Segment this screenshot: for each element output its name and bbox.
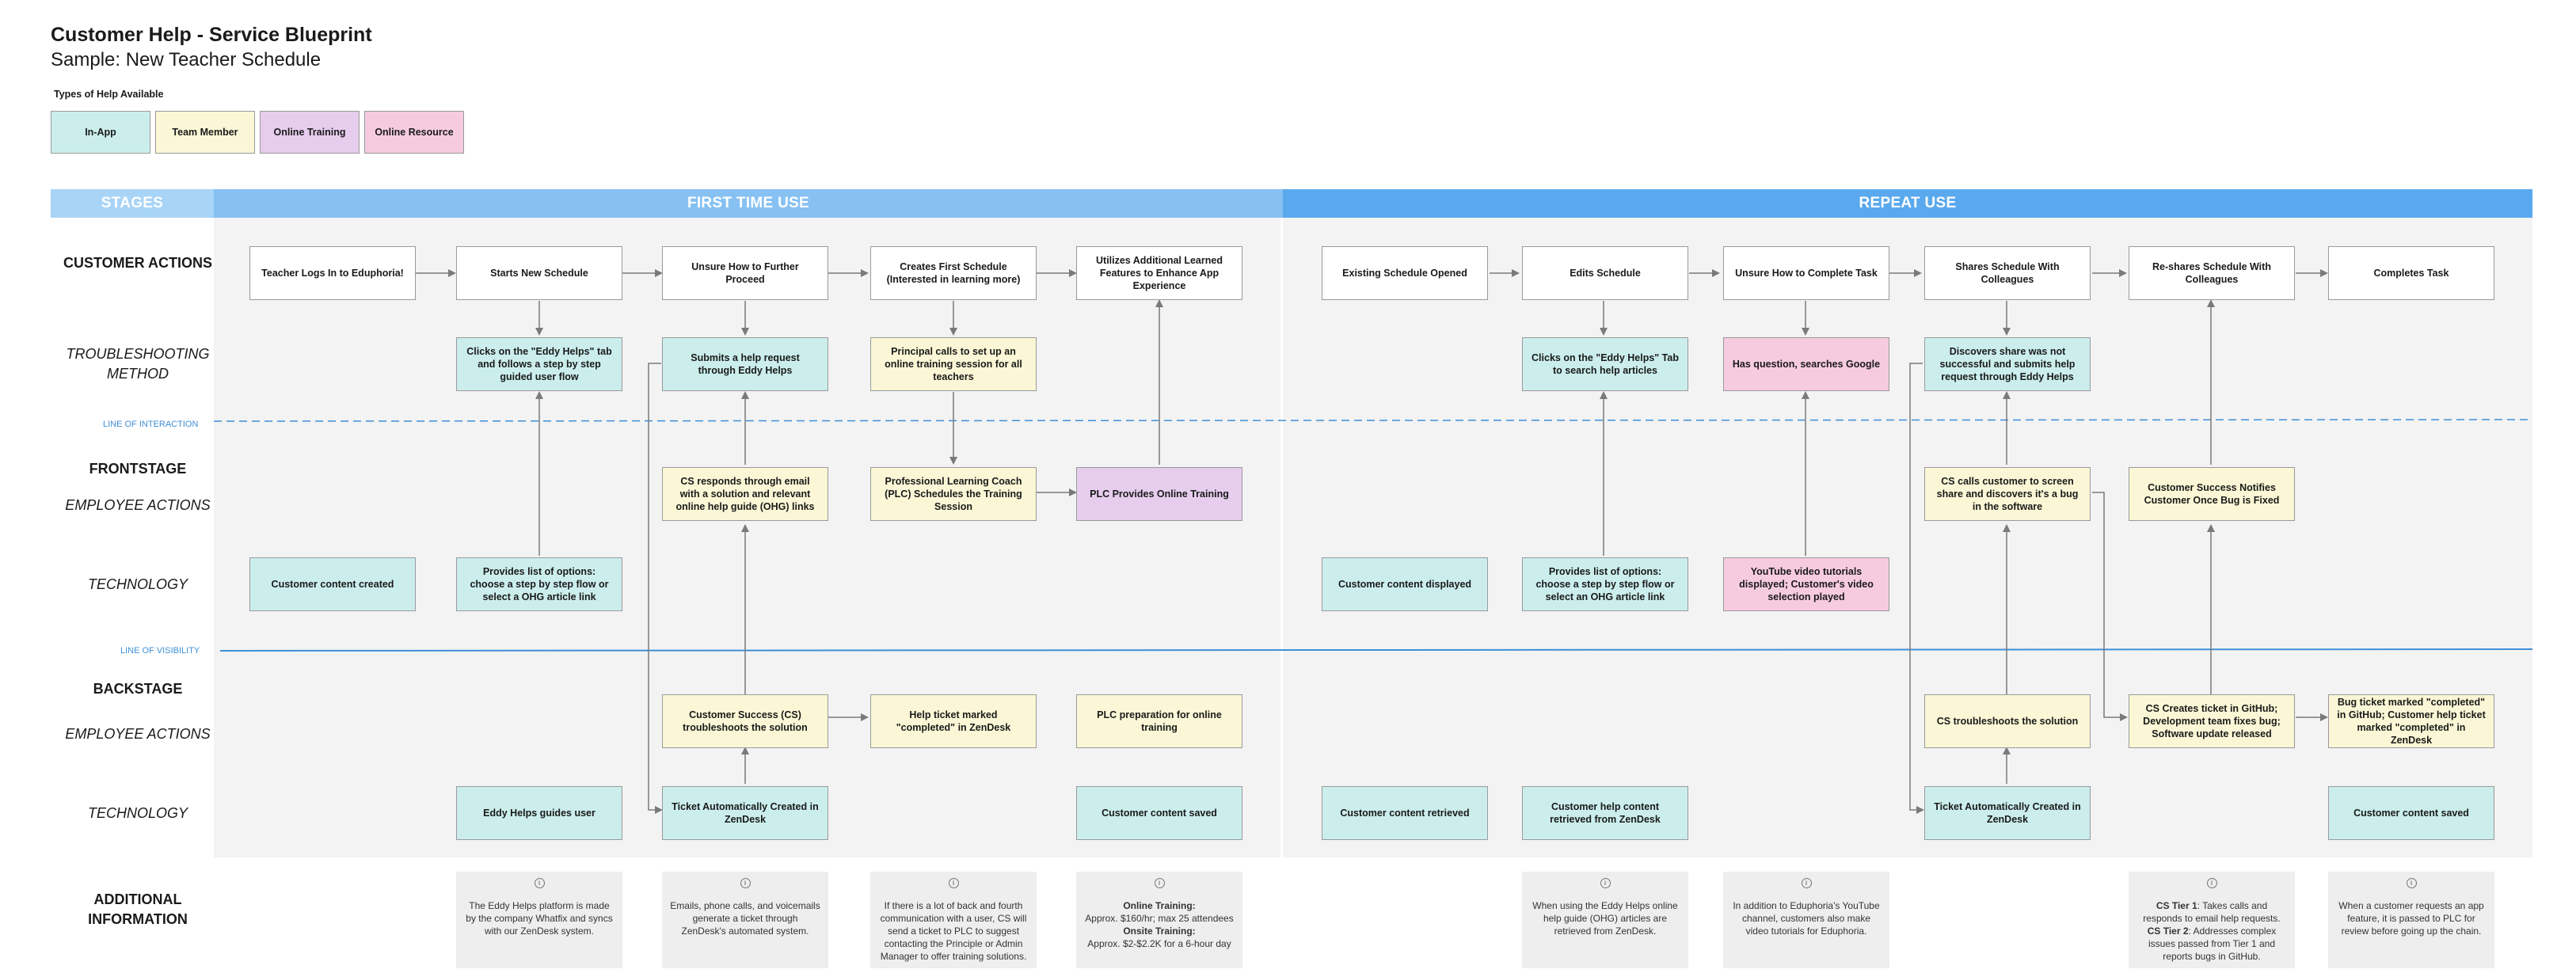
- card-clicks-eddy-helps-tab: Clicks on the "Eddy Helps" tab and follo…: [456, 337, 622, 391]
- note-cs-tiers: i CS Tier 1: Takes calls and responds to…: [2129, 872, 2295, 968]
- card-customer-content-created: Customer content created: [249, 557, 416, 611]
- card-customer-content-saved: Customer content saved: [1076, 786, 1242, 840]
- card-cs-troubleshoots-repeat: CS troubleshoots the solution: [1924, 694, 2091, 748]
- line-of-interaction-label: LINE OF INTERACTION: [103, 420, 199, 429]
- legend-online-training: Online Training: [260, 111, 360, 154]
- line-of-visibility-label: LINE OF VISIBILITY: [120, 646, 200, 656]
- info-icon: i: [2206, 878, 2217, 888]
- card-creates-first-schedule: Creates First Schedule (Interested in le…: [870, 246, 1037, 300]
- info-icon: i: [1154, 878, 1165, 888]
- note-feature-requests: i When a customer requests an app featur…: [2328, 872, 2494, 968]
- card-shares-schedule: Shares Schedule With Colleagues: [1924, 246, 2091, 300]
- card-cs-creates-github-ticket: CS Creates ticket in GitHub; Development…: [2129, 694, 2295, 748]
- row-label-troubleshooting-method: TROUBLESHOOTING METHOD: [66, 346, 210, 382]
- card-ticket-created-zendesk-repeat: Ticket Automatically Created in ZenDesk: [1924, 786, 2091, 840]
- card-discovers-share-failed: Discovers share was not successful and s…: [1924, 337, 2091, 391]
- info-icon: i: [948, 878, 959, 888]
- card-teacher-logs-in: Teacher Logs In to Eduphoria!: [249, 246, 416, 300]
- card-searches-google: Has question, searches Google: [1723, 337, 1889, 391]
- card-plc-schedules-training: Professional Learning Coach (PLC) Schedu…: [870, 467, 1037, 521]
- row-label-additional-information: ADDITIONAL INFORMATION: [88, 891, 188, 927]
- card-eddy-helps-guides-user: Eddy Helps guides user: [456, 786, 622, 840]
- row-label-backstage: BACKSTAGE: [93, 681, 183, 697]
- card-unsure-how-to-proceed: Unsure How to Further Proceed: [662, 246, 828, 300]
- card-youtube-tutorials-displayed: YouTube video tutorials displayed; Custo…: [1723, 557, 1889, 611]
- info-icon: i: [1801, 878, 1812, 888]
- card-edits-schedule: Edits Schedule: [1522, 246, 1688, 300]
- row-label-backstage-technology: TECHNOLOGY: [87, 805, 188, 821]
- stage-first-time-use: FIRST TIME USE: [214, 189, 1283, 218]
- legend-team-member: Team Member: [155, 111, 255, 154]
- info-icon: i: [534, 878, 545, 888]
- note-back-and-forth-communication: i If there is a lot of back and fourth c…: [870, 872, 1037, 968]
- note-ohg-articles: i When using the Eddy Helps online help …: [1522, 872, 1688, 968]
- row-label-frontstage-employee-actions: EMPLOYEE ACTIONS: [65, 497, 211, 513]
- note-training-pricing: i Online Training: Approx. $160/hr; max …: [1076, 872, 1242, 968]
- card-submits-help-request: Submits a help request through Eddy Help…: [662, 337, 828, 391]
- page-subtitle: Sample: New Teacher Schedule: [51, 49, 322, 70]
- row-label-frontstage-technology: TECHNOLOGY: [87, 576, 188, 592]
- card-customer-content-saved-repeat: Customer content saved: [2328, 786, 2494, 840]
- card-starts-new-schedule: Starts New Schedule: [456, 246, 622, 300]
- legend-title: Types of Help Available: [54, 89, 164, 100]
- card-customer-content-displayed: Customer content displayed: [1322, 557, 1488, 611]
- info-icon: i: [1600, 878, 1611, 888]
- stages-label: STAGES: [51, 189, 214, 218]
- card-principal-calls: Principal calls to set up an online trai…: [870, 337, 1037, 391]
- stage-repeat-use: REPEAT USE: [1283, 189, 2532, 218]
- card-provides-list-of-options-ohg: Provides list of options: choose a step …: [1522, 557, 1688, 611]
- row-label-customer-actions: CUSTOMER ACTIONS: [63, 255, 212, 271]
- info-icon: i: [2406, 878, 2417, 888]
- info-icon: i: [740, 878, 751, 888]
- card-cs-notifies-bug-fixed: Customer Success Notifies Customer Once …: [2129, 467, 2295, 521]
- card-clicks-eddy-helps-search: Clicks on the "Eddy Helps" Tab to search…: [1522, 337, 1688, 391]
- card-cs-troubleshoots-solution: Customer Success (CS) troubleshoots the …: [662, 694, 828, 748]
- row-label-frontstage: FRONTSTAGE: [89, 461, 187, 477]
- line-of-visibility: [219, 648, 2533, 652]
- card-help-content-retrieved: Customer help content retrieved from Zen…: [1522, 786, 1688, 840]
- card-unsure-how-to-complete: Unsure How to Complete Task: [1723, 246, 1889, 300]
- card-help-ticket-completed: Help ticket marked "completed" in ZenDes…: [870, 694, 1037, 748]
- line-of-interaction: [213, 419, 2533, 422]
- card-cs-responds-email: CS responds through email with a solutio…: [662, 467, 828, 521]
- card-plc-provides-training: PLC Provides Online Training: [1076, 467, 1242, 521]
- card-cs-calls-screen-share: CS calls customer to screen share and di…: [1924, 467, 2091, 521]
- card-utilizes-additional-features: Utilizes Additional Learned Features to …: [1076, 246, 1242, 300]
- card-existing-schedule-opened: Existing Schedule Opened: [1322, 246, 1488, 300]
- legend-in-app: In-App: [51, 111, 150, 154]
- card-provides-list-of-options: Provides list of options: choose a step …: [456, 557, 622, 611]
- note-ticket-generation: i Emails, phone calls, and voicemails ge…: [662, 872, 828, 968]
- card-ticket-created-zendesk: Ticket Automatically Created in ZenDesk: [662, 786, 828, 840]
- card-plc-preparation: PLC preparation for online training: [1076, 694, 1242, 748]
- row-label-backstage-employee-actions: EMPLOYEE ACTIONS: [65, 726, 211, 742]
- legend-online-resource: Online Resource: [364, 111, 464, 154]
- note-eddy-helps-platform: i The Eddy Helps platform is made by the…: [456, 872, 622, 968]
- card-customer-content-retrieved: Customer content retrieved: [1322, 786, 1488, 840]
- repeat-use-background: [1283, 218, 2532, 857]
- page-title: Customer Help - Service Blueprint: [51, 24, 372, 46]
- card-reshares-schedule: Re-shares Schedule With Colleagues: [2129, 246, 2295, 300]
- card-completes-task: Completes Task: [2328, 246, 2494, 300]
- note-youtube-channel: i In addition to Eduphoria's YouTube cha…: [1723, 872, 1889, 968]
- card-bug-ticket-completed: Bug ticket marked "completed" in GitHub;…: [2328, 694, 2494, 748]
